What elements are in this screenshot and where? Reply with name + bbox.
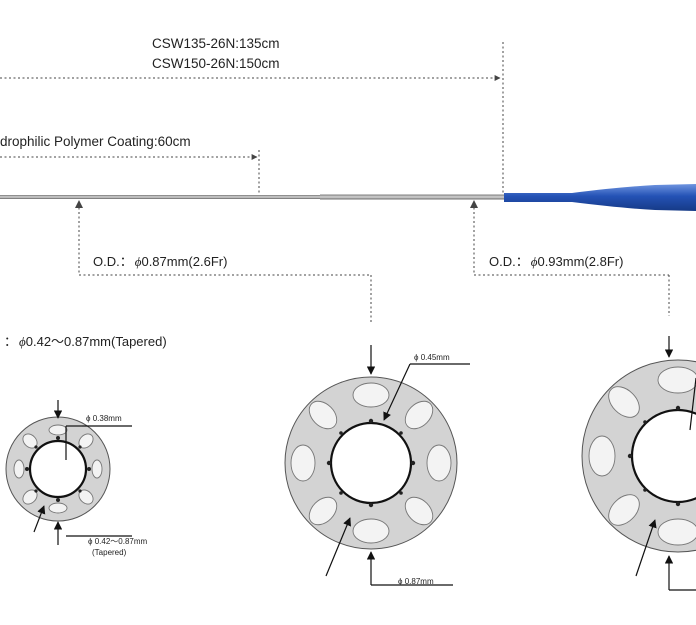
small-outer-dim-label-line2: (Tapered) xyxy=(92,548,127,557)
coating-label: drophilic Polymer Coating:60cm xyxy=(0,134,191,149)
length-label-model-b: CSW150-26N:150cm xyxy=(152,56,280,71)
shaft-middle-section xyxy=(320,194,506,200)
catheter-shaft xyxy=(0,184,696,211)
od-right-label: O.D.：ϕ0.93mm(2.8Fr) xyxy=(489,254,623,269)
cross-section-right xyxy=(581,336,696,591)
od-right-pointer xyxy=(470,200,478,208)
cross-section-middle: ϕ 0.45mm ϕ 0.87mm xyxy=(284,345,470,586)
small-inner-dim-label: ϕ 0.38mm xyxy=(86,414,122,423)
tip-dimension-label: ：ϕ0.42〜0.87mm(Tapered) xyxy=(4,334,167,349)
shaft-proximal-blue-section xyxy=(504,184,696,211)
shaft-distal-section xyxy=(0,195,320,199)
od-left-pointer xyxy=(75,200,83,208)
middle-outer-dim-label: ϕ 0.87mm xyxy=(398,577,434,586)
length-label-model-a: CSW135-26N:135cm xyxy=(152,36,280,51)
middle-inner-dim-label: ϕ 0.45mm xyxy=(414,353,450,362)
od-left-label: O.D.：ϕ0.87mm(2.6Fr) xyxy=(93,254,227,269)
cross-section-small: ϕ 0.38mm ϕ 0.42〜0.87mm (Tapered) xyxy=(5,400,148,557)
small-outer-dim-label-line1: ϕ 0.42〜0.87mm xyxy=(88,537,148,546)
small-inner-lumen xyxy=(28,439,88,499)
middle-inner-lumen xyxy=(329,421,413,505)
